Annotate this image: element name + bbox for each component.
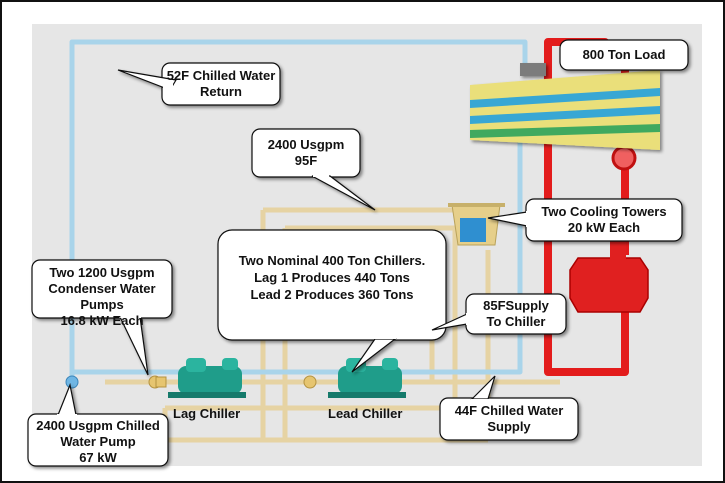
label-load-text: 800 Ton Load (582, 47, 666, 62)
label-chillers-line1: Two Nominal 400 Ton Chillers. (238, 253, 426, 268)
callout-cond-flow (251, 128, 376, 211)
label-chw-pump: 2400 Usgpm Chilled Water Pump 67 kW (28, 418, 168, 466)
load-coil-icon (470, 63, 660, 150)
heat-source-icon (569, 257, 649, 313)
label-chw-supply-line2: Supply (487, 419, 531, 434)
label-chw-supply-line1: 44F Chilled Water (454, 403, 564, 418)
label-towers-line2: 20 kW Each (567, 220, 641, 235)
lead-chiller-icon (328, 358, 406, 398)
label-chw-return-line1: 52F Chilled Water (166, 68, 276, 83)
callout-towers (487, 198, 683, 242)
label-cond-pumps-line2: Condenser Water Pumps (48, 281, 156, 312)
label-lag-chiller: Lag Chiller (173, 406, 241, 421)
label-supply-line1: 85FSupply (483, 298, 549, 313)
callout-load (559, 39, 689, 71)
callout-chw-pump (27, 382, 169, 467)
condenser-pump-icon (148, 375, 167, 389)
label-lead-chiller: Lead Chiller (328, 406, 403, 421)
callout-cond-pumps (31, 259, 173, 376)
label-chw-pump-line2: Water Pump (60, 434, 136, 449)
label-chw-return-line2: Return (200, 84, 242, 99)
cooling-tower-icon (448, 203, 505, 246)
condenser-pump-2-icon (303, 375, 317, 389)
label-supply-to-chiller: 85FSupply To Chiller (466, 298, 566, 330)
label-towers-line1: Two Cooling Towers (541, 204, 667, 219)
chilled-water-pump-icon (65, 375, 79, 389)
label-cond-pumps: Two 1200 Usgpm Condenser Water Pumps 16.… (32, 265, 172, 329)
label-chillers: Two Nominal 400 Ton Chillers. Lag 1 Prod… (218, 252, 446, 303)
label-load: 800 Ton Load (560, 47, 688, 63)
label-cond-pumps-line1: Two 1200 Usgpm (49, 265, 155, 280)
label-chw-pump-line1: 2400 Usgpm Chilled (36, 418, 160, 433)
label-cond-flow-line2: 95F (294, 153, 318, 168)
label-chillers-line2: Lag 1 Produces 440 Tons (254, 270, 410, 285)
callout-chw-return (117, 62, 281, 106)
label-chw-pump-line3: 67 kW (79, 450, 117, 465)
label-chillers-line3: Lead 2 Produces 360 Tons (250, 287, 414, 302)
label-cond-flow: 2400 Usgpm 95F (252, 137, 360, 169)
label-cond-flow-line1: 2400 Usgpm (267, 137, 345, 152)
lag-chiller-icon (168, 358, 246, 398)
hot-loop-pump-icon (611, 145, 637, 171)
label-towers: Two Cooling Towers 20 kW Each (526, 204, 682, 236)
label-supply-line2: To Chiller (486, 314, 546, 329)
label-chw-return: 52F Chilled Water Return (162, 68, 280, 100)
label-cond-pumps-line3: 16.8 kW Each (60, 313, 144, 328)
label-chw-supply: 44F Chilled Water Supply (440, 403, 578, 435)
